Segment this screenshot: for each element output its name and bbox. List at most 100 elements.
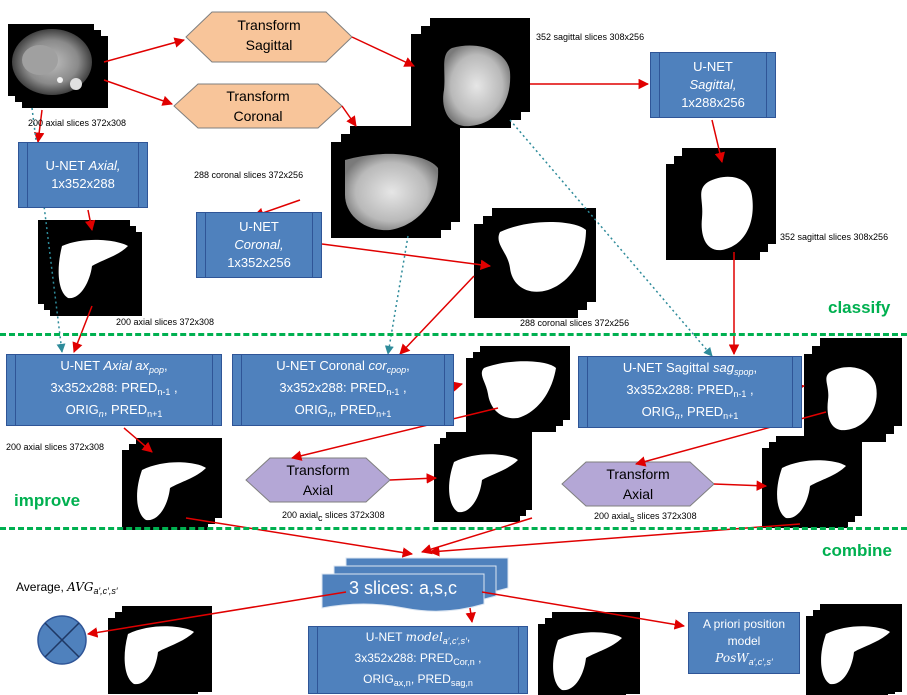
caption-coronal-pred: 288 coronal slices 372x256 [520,318,630,328]
transform-sagittal-line2: Sagittal [245,37,293,53]
average-output-stack [108,606,212,694]
unet-sagittal-improve-line2: 3x352x288: PREDn-1 , [626,381,753,403]
coronal-prediction-stack [474,208,596,318]
model-output-stack [538,612,640,695]
caption-axial-c-sub: c [318,513,323,523]
prior-output-stack [806,604,902,695]
unet-sagittal-improve-orig-sub: n [674,411,680,421]
unet-model-pred-sub: Cor,n [453,656,475,667]
unet-sagittal-improve-symbol: sag [712,360,734,375]
unet-sagittal-classify-dims: 1x288x256 [681,95,745,110]
sagittal-improved-stack [804,338,902,442]
unet-axial-improve-pred2: , PRED [103,402,148,417]
unet-coronal-improve: U-NET Coronal corcpop, 3x352x288: PREDn-… [232,354,454,426]
transform-sagittal-label: Transform Sagittal [186,15,352,55]
unet-coronal-improve-pred2: , PRED [332,402,377,417]
unet-model-combine: U-NET modela′,c′,s′, 3x352x288: PREDCor,… [308,626,528,694]
improve-combine-separator [0,527,907,530]
unet-sagittal-improve-pred-end: , [746,382,754,397]
axial-prediction-stack [38,220,142,316]
transform-axial-2-line1: Transform [606,466,670,482]
unet-coronal-improve-symbol: cor [368,358,387,373]
unet-model-symbol: model [405,629,443,644]
unet-sagittal-improve-prefix: U-NET Sagittal [622,360,713,375]
unet-sagittal-improve-pred2-sub: n+1 [723,411,739,421]
transform-axial-2-label: Transform Axial [562,464,714,504]
unet-sagittal-improve-pred: 3x352x288: PRED [626,382,734,397]
caption-sagittal-input: 352 sagittal slices 308x256 [536,32,645,42]
ct-sagittal-stack [411,18,530,128]
unet-coronal-classify-line1: U-NET [239,219,279,234]
unet-coronal-improve-line2: 3x352x288: PREDn-1 , [279,379,406,401]
caption-coronal-input: 288 coronal slices 372x256 [194,170,304,180]
prior-symbol: PosW [715,650,749,665]
unet-sagittal-classify: U-NET Sagittal, 1x288x256 [650,52,776,118]
unet-model-symbol-sub: a′,c′,s′ [442,635,467,646]
average-symbol: AVG [67,580,94,594]
unet-axial-improve-line2: 3x352x288: PREDn-1 , [50,379,177,401]
caption-axial-input: 200 axial slices 372x308 [28,118,127,128]
prior-line1: A priori position [702,616,786,631]
caption-axial-c-text: 200 axial [282,510,319,520]
unet-coronal-classify-dims: 1x352x256 [227,255,291,270]
unet-coronal-classify: U-NET Coronal, 1x352x256 [196,212,322,278]
unet-coronal-improve-pred2-sub: n+1 [376,409,392,419]
prior-line3: PosWa′,c′,s′ [689,650,799,671]
caption-axial-s-sub: s [630,514,635,524]
unet-model-line3: ORIGax,n, PREDsag,n [363,671,473,692]
unet-axial-improve-pred: 3x352x288: PRED [50,380,158,395]
unet-model-pred2-sub: sag,n [450,677,473,688]
ct-axial-input-stack [8,24,108,108]
unet-sagittal-classify-line1: U-NET [693,59,733,74]
unet-axial-improve-prefix: U-NET [60,358,104,373]
section-label-classify: classify [828,298,891,317]
three-slices-shape [321,557,509,612]
axial-improved-stack [122,438,222,530]
coronal-improved-stack [466,346,570,432]
sagittal-prediction-stack [666,148,776,260]
transform-sagittal-line1: Transform [237,17,301,33]
unet-axial-improve-line1: U-NET Axial axpop, [60,357,167,379]
unet-coronal-improve-line3: ORIGn, PREDn+1 [295,401,392,423]
unet-axial-improve-name: Axial [103,358,136,373]
unet-axial-improve-orig: ORIG [65,402,99,417]
transform-coronal-label: Transform Coronal [174,86,342,126]
unet-sagittal-improve-comma: , [753,360,758,375]
unet-axial-improve-symbol: ax [135,358,149,373]
unet-sagittal-improve-line1: U-NET Sagittal sagspop, [623,359,757,381]
unet-axial-classify: U-NET Axial, 1x352x288 [18,142,148,208]
caption-sagittal-pred: 352 sagittal slices 308x256 [780,232,889,242]
unet-axial-improve-symbol-sub: pop [148,365,165,375]
unet-model-comma: , [466,629,471,644]
prior-symbol-sub: a′,c′,s′ [748,656,773,667]
unet-axial-classify-dims: 1x352x288 [51,176,115,191]
unet-sagittal-improve-pred2: , PRED [679,404,724,419]
unet-coronal-classify-name: Coronal, [234,237,284,252]
caption-axial-s-rest: slices 372x308 [634,511,697,521]
axial-from-sagittal-stack [762,436,862,528]
average-symbol-sub: a′,c′,s′ [93,586,118,596]
unet-coronal-improve-symbol-sub: cpop [386,365,407,375]
three-slices-label: 3 slices: a,s,c [348,578,458,598]
unet-coronal-improve-pred: 3x352x288: PRED [279,380,387,395]
unet-model-orig-sub: ax,n [393,677,411,688]
axial-from-coronal-stack [434,432,532,522]
caption-axial-improve: 200 axial slices 372x308 [6,442,105,452]
unet-axial-improve: U-NET Axial axpop, 3x352x288: PREDn-1 , … [6,354,222,426]
prior-line2: model [727,633,761,648]
caption-axial-c: 200 axialc slices 372x308 [282,510,385,523]
unet-model-pred-end: , [474,650,482,665]
unet-coronal-improve-pred-sub: n-1 [386,387,400,397]
unet-sagittal-improve-line3: ORIGn, PREDn+1 [642,403,739,425]
unet-sagittal-improve: U-NET Sagittal sagspop, 3x352x288: PREDn… [578,356,802,428]
unet-sagittal-improve-pred-sub: n-1 [733,389,747,399]
unet-model-pred2: , PRED [410,671,451,686]
unet-model-orig: ORIG [363,671,394,686]
unet-axial-improve-line3: ORIGn, PREDn+1 [66,401,163,423]
unet-axial-improve-orig-sub: n [98,409,104,419]
unet-sagittal-improve-orig: ORIG [641,404,675,419]
unet-axial-classify-name: Axial, [88,158,121,173]
unet-coronal-improve-orig-sub: n [327,409,333,419]
unet-coronal-improve-prefix: U-NET Coronal [276,358,369,373]
